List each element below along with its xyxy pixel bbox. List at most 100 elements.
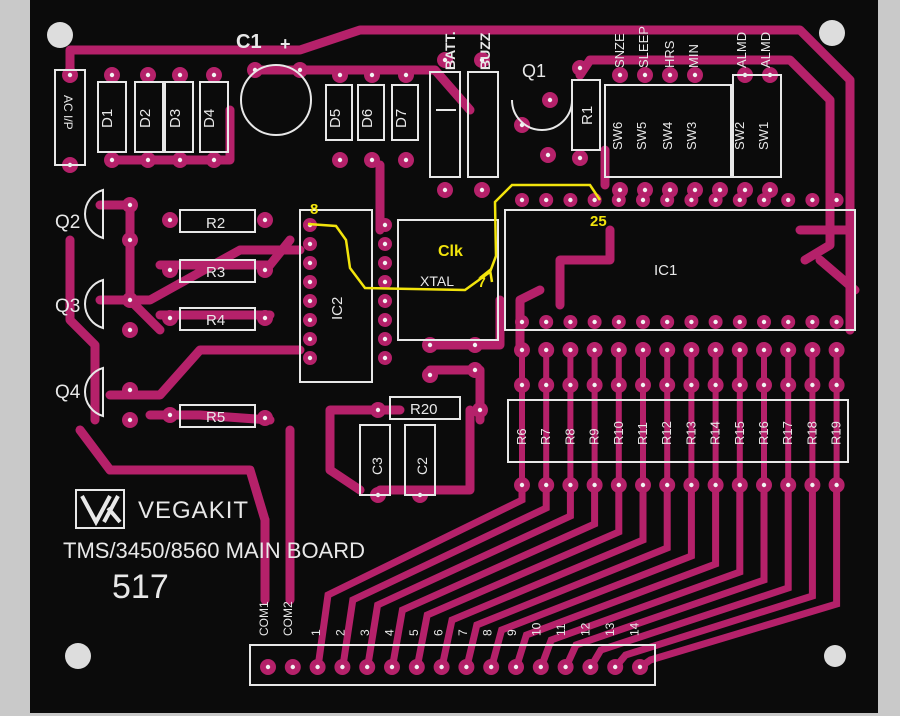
connector-pin-label: 2 bbox=[334, 629, 348, 636]
annotation-pin-8: 8 bbox=[310, 201, 318, 218]
pad-hole bbox=[479, 187, 485, 193]
pad-hole bbox=[262, 415, 268, 421]
resistor-r13-label: R13 bbox=[683, 421, 698, 445]
pad-hole bbox=[489, 664, 494, 670]
pad-hole bbox=[211, 157, 217, 163]
diode-d1-label: D1 bbox=[99, 109, 116, 128]
pad-hole bbox=[692, 187, 698, 193]
pad-hole bbox=[472, 342, 478, 348]
pad-hole bbox=[717, 187, 723, 193]
pad-hole bbox=[592, 347, 597, 353]
pad-hole bbox=[127, 297, 133, 303]
resistor-r14-label: R14 bbox=[708, 421, 723, 445]
pad-hole bbox=[519, 347, 525, 353]
pad-hole bbox=[109, 72, 115, 78]
pad-hole bbox=[834, 347, 839, 353]
connector-pin-label: 13 bbox=[603, 622, 617, 636]
pad-hole bbox=[568, 482, 573, 488]
pad-hole bbox=[640, 197, 646, 203]
bus-trace bbox=[413, 485, 623, 668]
pad-hole bbox=[665, 319, 670, 325]
pad-hole bbox=[177, 157, 183, 163]
pad-hole bbox=[145, 72, 151, 78]
pad-hole bbox=[389, 664, 395, 670]
resistor-r16-label: R16 bbox=[756, 421, 771, 445]
vegakit-logo bbox=[75, 489, 125, 529]
pad-hole bbox=[439, 664, 444, 670]
pad-hole bbox=[642, 187, 648, 193]
bus-trace bbox=[488, 485, 695, 668]
connector-pin-label: 10 bbox=[530, 622, 544, 636]
pad-hole bbox=[382, 355, 388, 361]
switch-sw3-label: SW3 bbox=[684, 122, 699, 150]
pad-hole bbox=[640, 319, 646, 325]
pad-hole bbox=[340, 664, 345, 670]
pad-hole bbox=[713, 197, 718, 203]
pad-hole bbox=[689, 347, 694, 353]
pad-hole bbox=[592, 482, 597, 488]
pad-hole bbox=[667, 72, 673, 78]
annotation-pin-7: 7 bbox=[478, 274, 486, 290]
switch-function-label: SLEEP bbox=[636, 26, 651, 68]
pad-hole bbox=[616, 319, 621, 325]
bus-trace bbox=[562, 485, 768, 669]
connector-pin-label: 9 bbox=[505, 629, 519, 636]
pad-hole bbox=[427, 342, 433, 348]
pad-hole bbox=[713, 382, 718, 388]
pad-hole bbox=[810, 319, 815, 325]
switch-function-label: MIN bbox=[686, 44, 701, 68]
pad-hole bbox=[365, 664, 370, 670]
pad-hole bbox=[689, 482, 694, 488]
pad-hole bbox=[167, 412, 173, 418]
annotation-clk: Clk bbox=[438, 243, 463, 260]
bus-trace bbox=[388, 485, 599, 668]
pad-hole bbox=[127, 327, 133, 333]
c1-plus-label: + bbox=[280, 34, 291, 54]
pad-hole bbox=[544, 319, 549, 325]
component-outlines bbox=[54, 64, 856, 686]
pad-hole bbox=[315, 664, 320, 670]
pad-hole bbox=[382, 336, 388, 342]
clock-trace-annotation bbox=[307, 183, 602, 292]
pad-hole bbox=[127, 202, 133, 208]
pad-hole bbox=[544, 482, 549, 488]
switch-sw2-label: SW2 bbox=[732, 122, 747, 150]
pad-hole bbox=[588, 664, 593, 670]
resistor-r19-label: R19 bbox=[829, 421, 844, 445]
pad-hole bbox=[713, 347, 718, 353]
r20-label: R20 bbox=[410, 401, 438, 418]
pad-hole bbox=[742, 187, 748, 193]
pad-hole bbox=[810, 482, 815, 488]
pad-hole bbox=[592, 197, 597, 203]
resistor-r17-label: R17 bbox=[780, 421, 795, 445]
pad-hole bbox=[616, 347, 621, 353]
pad-hole bbox=[665, 482, 670, 488]
connector-pin-label: 4 bbox=[383, 629, 397, 636]
pad-hole bbox=[692, 72, 698, 78]
bus-trace bbox=[513, 485, 720, 669]
pad-hole bbox=[592, 319, 597, 325]
pad-hole bbox=[689, 197, 694, 203]
r5-label: R5 bbox=[206, 409, 225, 426]
board-title: TMS/3450/8560 MAIN BOARD bbox=[63, 538, 366, 563]
switch-function-label: ALMD bbox=[734, 32, 749, 68]
pad-hole bbox=[689, 319, 694, 325]
pad-hole bbox=[617, 187, 623, 193]
pad-hole bbox=[616, 382, 621, 388]
q4-label: Q4 bbox=[55, 382, 81, 403]
pad-hole bbox=[403, 72, 409, 78]
pad-hole bbox=[642, 72, 648, 78]
pad-hole bbox=[737, 347, 742, 353]
board-brand: VEGAKIT bbox=[138, 497, 250, 524]
pad-hole bbox=[568, 197, 573, 203]
pad-hole bbox=[786, 482, 791, 488]
pad-hole bbox=[127, 237, 133, 243]
pad-hole bbox=[307, 241, 313, 247]
pad-hole bbox=[472, 367, 478, 373]
pad-hole bbox=[577, 65, 583, 71]
r1-label: R1 bbox=[579, 106, 596, 125]
pad-hole bbox=[547, 97, 553, 103]
resistor-r7-label: R7 bbox=[538, 428, 553, 445]
diode-d2-label: D2 bbox=[137, 109, 154, 128]
pad-hole bbox=[262, 315, 268, 321]
